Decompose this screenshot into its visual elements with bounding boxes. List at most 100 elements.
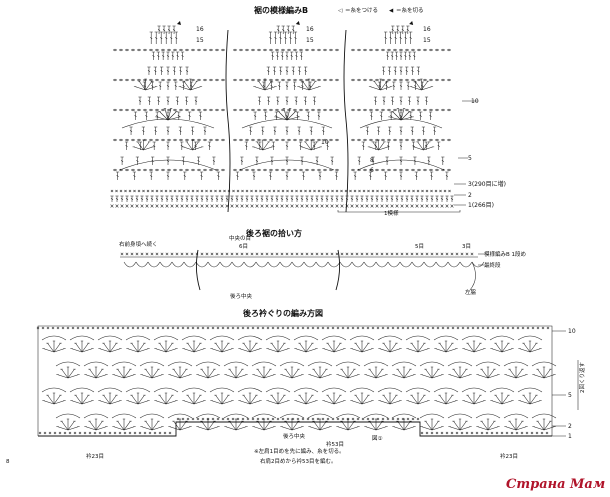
double-crochet-symbol — [266, 66, 270, 75]
chain-arch — [279, 413, 305, 419]
shell-stitch-symbol — [220, 392, 224, 404]
shell-stitch-symbol — [277, 394, 286, 405]
shell-stitch-symbol — [514, 366, 518, 378]
shell-stitch-symbol — [452, 368, 461, 379]
shell-stitch-symbol — [466, 342, 475, 353]
single-crochet-symbol — [155, 252, 159, 256]
shell-stitch-symbol — [308, 374, 321, 379]
single-crochet-symbol — [476, 326, 480, 330]
single-crochet-symbol — [291, 326, 295, 330]
single-crochet-symbol — [209, 189, 213, 193]
single-crochet-symbol — [306, 417, 310, 421]
single-crochet-symbol — [110, 204, 114, 208]
single-crochet-symbol — [281, 417, 285, 421]
chain-symbol — [281, 48, 285, 52]
shell-stitch-symbol — [179, 420, 188, 431]
shell-stitch-symbol — [322, 400, 335, 405]
double-crochet-symbol — [277, 81, 281, 90]
arch-line — [241, 118, 333, 129]
shell-stitch-symbol — [420, 374, 433, 379]
double-crochet-symbol — [175, 195, 179, 202]
shell-stitch-symbol — [123, 368, 132, 379]
single-crochet-symbol — [415, 204, 419, 208]
chain-symbol — [363, 168, 367, 172]
single-crochet-symbol — [381, 417, 385, 421]
chain-symbol — [155, 48, 159, 52]
chain-symbol — [435, 168, 439, 172]
scallop-stitch — [219, 261, 233, 268]
shell-stitch-symbol — [445, 400, 458, 405]
double-crochet-symbol — [283, 31, 288, 44]
double-crochet-symbol — [285, 66, 289, 75]
shell-stitch-symbol — [140, 426, 153, 431]
shell-stitch-symbol — [364, 374, 377, 379]
shell-stitch-symbol — [123, 374, 136, 379]
single-crochet-symbol — [485, 431, 489, 435]
single-crochet-symbol — [191, 189, 195, 193]
chain-symbol — [179, 48, 183, 52]
double-crochet-symbol — [415, 195, 419, 202]
single-crochet-symbol — [320, 204, 324, 208]
double-crochet-symbol — [425, 195, 429, 202]
shell-stitch-symbol — [178, 366, 182, 378]
single-crochet-symbol — [169, 189, 172, 193]
shell-stitch-symbol — [392, 426, 405, 431]
shell-stitch-symbol — [221, 394, 230, 405]
shell-stitch-symbol — [333, 400, 346, 405]
shell-stitch-symbol — [52, 392, 56, 404]
single-crochet-symbol — [340, 204, 344, 208]
double-crochet-symbol — [190, 195, 194, 202]
chain-arch — [489, 335, 515, 341]
shell-stitch-symbol — [501, 400, 514, 405]
double-crochet-symbol — [370, 195, 374, 202]
single-crochet-symbol — [310, 204, 314, 208]
chain-arch — [419, 361, 445, 367]
single-crochet-symbol — [91, 326, 95, 330]
double-crochet-symbol — [278, 31, 283, 44]
chain-symbol — [269, 108, 273, 112]
single-crochet-symbol — [440, 431, 444, 435]
single-crochet-symbol — [311, 326, 315, 330]
shell-stitch-symbol — [423, 141, 431, 151]
shell-stitch-symbol — [347, 374, 360, 379]
single-crochet-symbol — [431, 326, 435, 330]
chain-symbol — [447, 108, 451, 112]
shell-stitch-symbol — [389, 394, 398, 405]
double-crochet-symbol — [382, 96, 386, 105]
shell-stitch-symbol — [242, 394, 251, 405]
double-crochet-symbol — [405, 195, 409, 202]
double-crochet-symbol — [330, 195, 334, 202]
chain-symbol — [305, 108, 309, 112]
single-crochet-symbol — [385, 204, 389, 208]
scallop-stitch — [303, 261, 317, 268]
scallop-stitch — [291, 261, 305, 268]
single-crochet-symbol — [406, 417, 410, 421]
double-crochet-symbol — [406, 81, 410, 90]
chain-symbol — [119, 78, 123, 82]
single-crochet-symbol — [448, 189, 451, 193]
shell-stitch-symbol — [375, 420, 384, 431]
double-crochet-symbol — [165, 195, 169, 202]
chain-symbol — [357, 108, 361, 112]
single-crochet-symbol — [396, 326, 400, 330]
shell-stitch-symbol — [413, 80, 422, 91]
neck-foundation — [38, 421, 552, 437]
double-crochet-symbol — [215, 195, 219, 202]
chain-symbol — [387, 168, 391, 172]
single-crochet-symbol — [450, 252, 454, 256]
single-crochet-symbol — [546, 326, 550, 330]
row-label-10: 10 — [471, 98, 479, 105]
single-crochet-symbol — [400, 204, 404, 208]
single-crochet-symbol — [246, 326, 250, 330]
double-crochet-symbol — [450, 195, 454, 202]
shell-stitch-symbol — [220, 340, 224, 352]
single-crochet-symbol — [241, 189, 244, 193]
double-crochet-symbol — [135, 156, 139, 165]
chain-symbol — [351, 138, 355, 142]
shell-stitch-symbol — [504, 426, 517, 431]
shell-stitch-symbol — [214, 394, 223, 405]
single-crochet-symbol — [356, 326, 360, 330]
double-crochet-symbol — [399, 31, 403, 44]
row-label-3: 3(290目に増) — [468, 180, 506, 188]
double-crochet-symbol — [441, 156, 445, 165]
